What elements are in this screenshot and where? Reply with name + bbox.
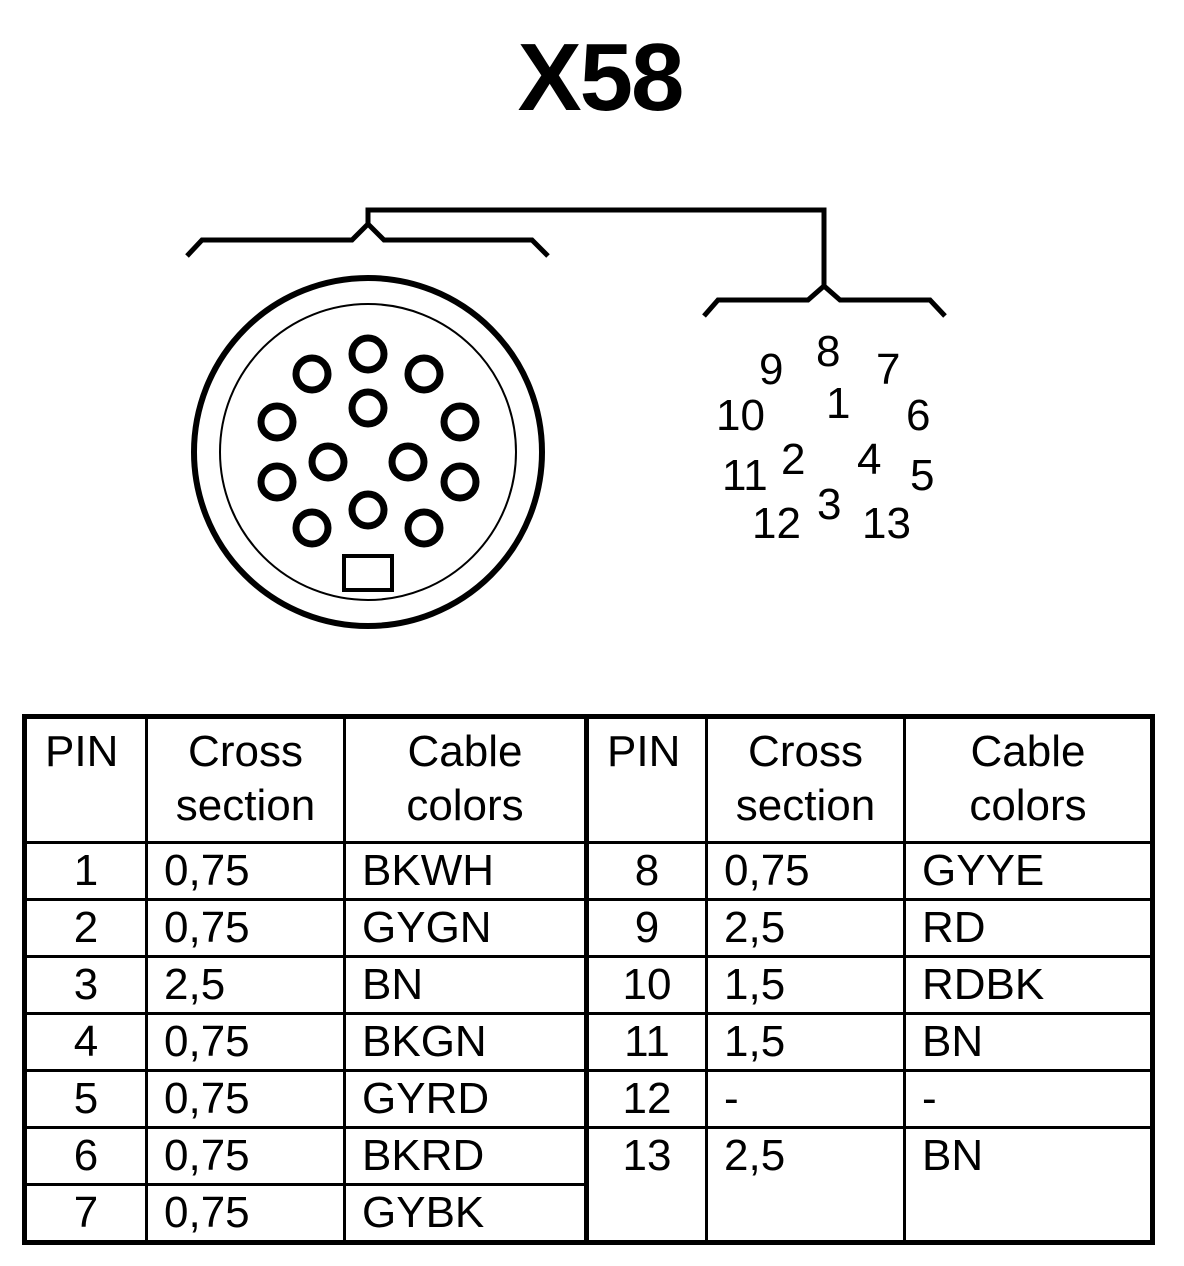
pin-cell: 7 <box>23 1183 148 1244</box>
cross-section-cell: - <box>705 1069 906 1129</box>
cable-color-cell: BKWH <box>343 841 588 901</box>
cable-color-cell: BKGN <box>343 1012 588 1072</box>
pin-hole <box>257 462 297 502</box>
pin-cell: 13 <box>584 1126 708 1244</box>
pinout-number: 5 <box>910 451 934 500</box>
cable-color-cell: GYGN <box>343 898 588 958</box>
pin-cell: 4 <box>23 1012 148 1072</box>
cross-section-cell: 1,5 <box>705 955 906 1015</box>
pin-cell: 5 <box>23 1069 148 1129</box>
pin-cell: 3 <box>23 955 148 1015</box>
cable-color-cell: BKRD <box>343 1126 588 1186</box>
header-pin-left: PIN <box>23 715 148 844</box>
cross-section-cell: 2,5 <box>705 898 906 958</box>
pin-hole <box>404 508 444 548</box>
cable-color-cell: RD <box>903 898 1154 958</box>
connector-inner-ring <box>219 303 517 601</box>
cable-color-cell: GYYE <box>903 841 1154 901</box>
cross-section-cell: 0,75 <box>145 1183 346 1244</box>
cross-section-cell: 0,75 <box>145 1012 346 1072</box>
pinout-number: 11 <box>722 451 768 500</box>
pinout-number: 7 <box>876 345 900 394</box>
pinout-number: 13 <box>862 499 911 548</box>
connector-face <box>191 275 545 629</box>
pin-hole <box>388 442 428 482</box>
cable-color-cell: GYBK <box>343 1183 588 1244</box>
cross-section-cell: 2,5 <box>705 1126 906 1244</box>
table-row: 2 0,75 GYGN 9 2,5 RD <box>23 898 1154 958</box>
connector-key-notch <box>342 554 394 592</box>
pinout-number: 1 <box>826 379 850 428</box>
table-row: 4 0,75 BKGN 11 1,5 BN <box>23 1012 1154 1072</box>
pin-cell: 2 <box>23 898 148 958</box>
pinout-number: 9 <box>759 345 783 394</box>
pin-hole <box>348 388 388 428</box>
cross-section-cell: 1,5 <box>705 1012 906 1072</box>
cable-color-cell: GYRD <box>343 1069 588 1129</box>
pin-cell: 12 <box>584 1069 708 1129</box>
pin-hole <box>308 442 348 482</box>
table-row: 1 0,75 BKWH 8 0,75 GYYE <box>23 841 1154 901</box>
pinout-number: 6 <box>906 391 930 440</box>
cable-color-cell: BN <box>343 955 588 1015</box>
connector-outer-ring <box>191 275 545 629</box>
pinout-number: 10 <box>716 391 765 440</box>
cross-section-cell: 0,75 <box>145 1069 346 1129</box>
cable-color-cell: - <box>903 1069 1154 1129</box>
cable-color-cell: RDBK <box>903 955 1154 1015</box>
pin-cell: 11 <box>584 1012 708 1072</box>
bracket-lines <box>185 207 947 318</box>
pinout-number: 2 <box>781 435 805 484</box>
table-row: 6 0,75 BKRD 13 2,5 BN <box>23 1126 1154 1244</box>
pin-hole <box>440 402 480 442</box>
pin-cell: 9 <box>584 898 708 958</box>
cross-section-cell: 0,75 <box>145 1126 346 1186</box>
pin-cell: 8 <box>584 841 708 901</box>
pinout-number: 4 <box>857 435 881 484</box>
pin-hole <box>440 462 480 502</box>
table-row: 5 0,75 GYRD 12 - - <box>23 1069 1154 1129</box>
cable-color-cell: BN <box>903 1012 1154 1072</box>
header-pin-right: PIN <box>584 715 708 844</box>
pin-hole <box>348 334 388 374</box>
pinout-number: 3 <box>817 480 841 529</box>
diagram-title: X58 <box>517 24 685 131</box>
pin-hole <box>292 508 332 548</box>
pinout-number: 12 <box>752 499 801 548</box>
cross-section-cell: 0,75 <box>145 898 346 958</box>
cross-section-cell: 0,75 <box>145 841 346 901</box>
pin-cell: 10 <box>584 955 708 1015</box>
cross-section-cell: 2,5 <box>145 955 346 1015</box>
cable-color-cell: BN <box>903 1126 1154 1244</box>
table-row: 3 2,5 BN 10 1,5 RDBK <box>23 955 1154 1015</box>
pin-cell: 6 <box>23 1126 148 1186</box>
pinout-number: 8 <box>816 327 840 376</box>
pin-cell: 1 <box>23 841 148 901</box>
pin-hole <box>404 354 444 394</box>
table-row: 7 0,75 GYBK <box>23 1183 1153 1244</box>
pin-hole <box>348 490 388 530</box>
pin-holes <box>257 334 480 548</box>
pin-hole <box>292 354 332 394</box>
pin-hole <box>257 402 297 442</box>
cross-section-cell: 0,75 <box>705 841 906 901</box>
